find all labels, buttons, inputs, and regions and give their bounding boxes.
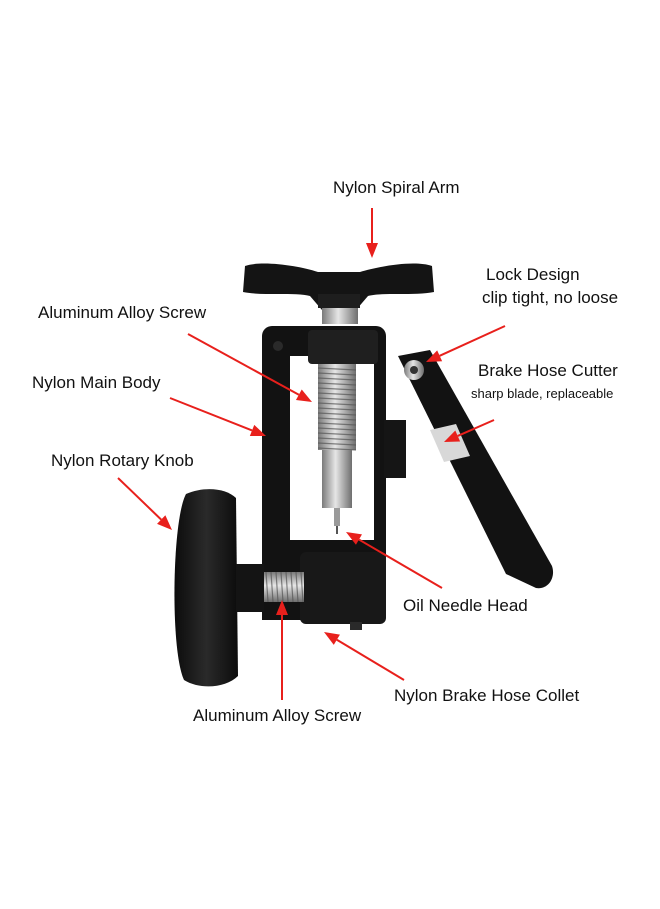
annotation-arrows — [117, 208, 506, 700]
rotary-knob — [174, 489, 264, 687]
arrow-lock-design — [426, 325, 506, 362]
cutter-lever — [398, 350, 554, 589]
label-lock-design: Lock Design — [486, 265, 580, 284]
arrow-hose-collet — [324, 632, 405, 681]
label-needle-head: Oil Needle Head — [403, 596, 528, 615]
label-alloy-screw-bottom: Aluminum Alloy Screw — [193, 706, 362, 725]
label-lock-design-sub: clip tight, no loose — [482, 288, 619, 307]
label-spiral-arm: Nylon Spiral Arm — [333, 178, 460, 197]
arrow-rotary-knob — [117, 477, 172, 530]
label-hose-cutter: Brake Hose Cutter — [478, 361, 618, 380]
arrow-main-body — [169, 397, 266, 437]
label-hose-cutter-sub: sharp blade, replaceable — [471, 386, 614, 401]
arrow-alloy-screw-top — [187, 333, 312, 402]
arrow-spiral-arm — [366, 208, 378, 258]
label-rotary-knob: Nylon Rotary Knob — [51, 451, 194, 470]
label-main-body: Nylon Main Body — [32, 373, 161, 392]
spiral-arm-handle — [243, 263, 434, 324]
label-alloy-screw-top: Aluminum Alloy Screw — [38, 303, 207, 322]
arrow-alloy-screw-bottom — [276, 600, 288, 700]
arrow-hose-cutter — [444, 419, 495, 442]
label-hose-collet: Nylon Brake Hose Collet — [394, 686, 580, 705]
arrow-needle-head — [346, 532, 443, 589]
alloy-screw-vertical — [317, 364, 357, 534]
collet-block — [262, 540, 386, 630]
